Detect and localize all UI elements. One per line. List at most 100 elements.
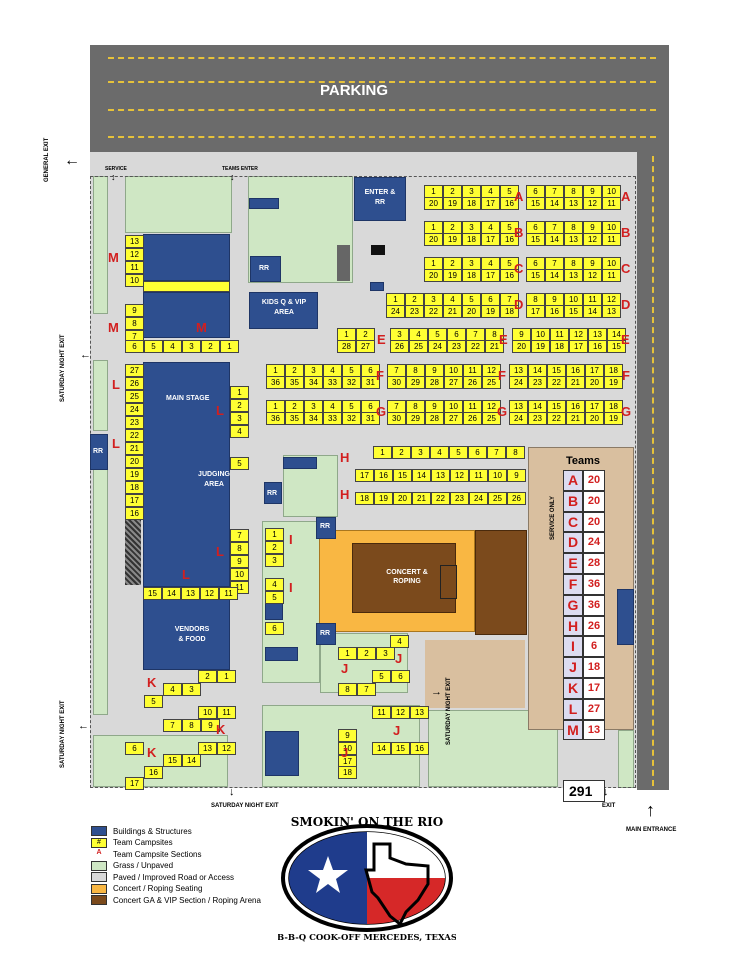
campsite[interactable]: 10 [198, 706, 217, 719]
campsite[interactable]: 22 [125, 429, 144, 442]
campsite[interactable]: 14 [182, 754, 201, 767]
campsite[interactable]: 13 [431, 469, 450, 482]
campsite[interactable]: 21 [443, 305, 462, 318]
up-arrow-icon[interactable]: ↑ [646, 800, 655, 820]
campsite[interactable]: 22 [431, 492, 450, 505]
campsite[interactable]: 14 [583, 305, 602, 318]
rr-building-mid[interactable] [264, 482, 282, 504]
campsite[interactable]: 16 [144, 766, 163, 779]
campsite[interactable]: 27 [356, 340, 375, 353]
campsite[interactable]: 4 [163, 340, 182, 353]
campsite[interactable]: 4 [230, 425, 249, 438]
campsite[interactable]: 10 [564, 293, 583, 306]
campsite[interactable]: 27 [444, 412, 463, 425]
campsite[interactable]: 12 [200, 587, 219, 600]
campsite[interactable]: 15 [564, 305, 583, 318]
main-stage-building[interactable] [143, 362, 230, 587]
campsite[interactable]: 3 [376, 647, 395, 660]
campsite[interactable]: 13 [564, 233, 583, 246]
campsite[interactable]: 2 [357, 647, 376, 660]
campsite[interactable]: 21 [412, 492, 431, 505]
campsite[interactable]: 12 [125, 248, 144, 261]
campsite[interactable]: 7 [357, 683, 376, 696]
left-arrow-icon[interactable]: ← [80, 349, 91, 361]
campsite[interactable]: 9 [230, 555, 249, 568]
campsite[interactable]: 26 [463, 412, 482, 425]
kids-q-building[interactable] [249, 292, 318, 329]
campsite[interactable]: 5 [372, 670, 391, 683]
campsite[interactable]: 6 [125, 742, 144, 755]
campsite[interactable]: 24 [386, 305, 405, 318]
campsite[interactable]: 11 [602, 233, 621, 246]
campsite[interactable]: 11 [217, 706, 236, 719]
campsite[interactable]: 10 [444, 400, 463, 413]
campsite[interactable]: 11 [602, 269, 621, 282]
campsite[interactable]: 11 [469, 469, 488, 482]
campsite[interactable]: 27 [444, 376, 463, 389]
campsite[interactable]: 15 [526, 269, 545, 282]
campsite[interactable]: 17 [526, 305, 545, 318]
campsite[interactable]: 12 [450, 469, 469, 482]
campsite[interactable]: 17 [585, 400, 604, 413]
campsite[interactable]: 3 [411, 446, 430, 459]
campsite[interactable]: 6 [265, 622, 284, 635]
campsite[interactable]: 32 [342, 412, 361, 425]
campsite[interactable]: 32 [342, 376, 361, 389]
campsite[interactable]: 9 [507, 469, 526, 482]
campsite[interactable]: 10 [602, 185, 621, 198]
campsite[interactable]: 1 [217, 670, 236, 683]
campsite[interactable]: 9 [338, 729, 357, 742]
campsite[interactable]: 17 [125, 777, 144, 790]
campsite[interactable]: 23 [447, 340, 466, 353]
campsite[interactable]: 3 [265, 554, 284, 567]
campsite[interactable]: 16 [500, 197, 519, 210]
campsite[interactable]: 2 [201, 340, 220, 353]
campsite[interactable]: 12 [583, 233, 602, 246]
campsite[interactable]: 14 [545, 197, 564, 210]
campsite[interactable]: 29 [406, 412, 425, 425]
campsite[interactable]: 24 [125, 403, 144, 416]
campsite[interactable]: 5 [230, 457, 249, 470]
enter-rr-building[interactable] [354, 177, 406, 221]
campsite[interactable]: 22 [466, 340, 485, 353]
campsite[interactable]: 16 [545, 305, 564, 318]
campsite[interactable]: 20 [462, 305, 481, 318]
campsite[interactable]: 20 [125, 455, 144, 468]
campsite[interactable]: 3 [304, 400, 323, 413]
campsite[interactable]: 18 [500, 305, 519, 318]
campsite[interactable]: 6 [391, 670, 410, 683]
campsite[interactable]: 18 [125, 481, 144, 494]
campsite[interactable]: 20 [424, 233, 443, 246]
campsite[interactable]: 10 [488, 469, 507, 482]
campsite[interactable]: 2 [265, 541, 284, 554]
campsite[interactable]: 21 [566, 412, 585, 425]
main-building-south[interactable] [143, 292, 230, 338]
campsite[interactable]: 13 [198, 742, 217, 755]
campsite[interactable]: 15 [391, 742, 410, 755]
campsite[interactable]: 16 [500, 233, 519, 246]
campsite[interactable]: 20 [424, 197, 443, 210]
campsite[interactable]: 15 [163, 754, 182, 767]
campsite[interactable]: 15 [526, 233, 545, 246]
campsite[interactable]: 23 [528, 412, 547, 425]
campsite[interactable]: 31 [361, 376, 380, 389]
campsite[interactable]: 18 [355, 492, 374, 505]
campsite[interactable]: 17 [481, 197, 500, 210]
campsite[interactable]: 33 [323, 376, 342, 389]
campsite[interactable]: 30 [387, 376, 406, 389]
campsite[interactable]: 8 [230, 542, 249, 555]
rr-building-concert-north[interactable] [316, 517, 336, 539]
campsite[interactable]: 14 [545, 269, 564, 282]
campsite[interactable]: 35 [285, 376, 304, 389]
campsite[interactable]: 1 [386, 293, 405, 306]
campsite[interactable]: 1 [373, 446, 392, 459]
campsite[interactable]: 13 [181, 587, 200, 600]
campsite[interactable]: 10 [230, 568, 249, 581]
campsite[interactable]: 3 [304, 364, 323, 377]
campsite[interactable]: 24 [469, 492, 488, 505]
campsite[interactable]: 18 [462, 233, 481, 246]
campsite[interactable]: 20 [393, 492, 412, 505]
campsite[interactable]: 5 [144, 695, 163, 708]
campsite[interactable]: 24 [509, 412, 528, 425]
campsite[interactable]: 19 [443, 197, 462, 210]
